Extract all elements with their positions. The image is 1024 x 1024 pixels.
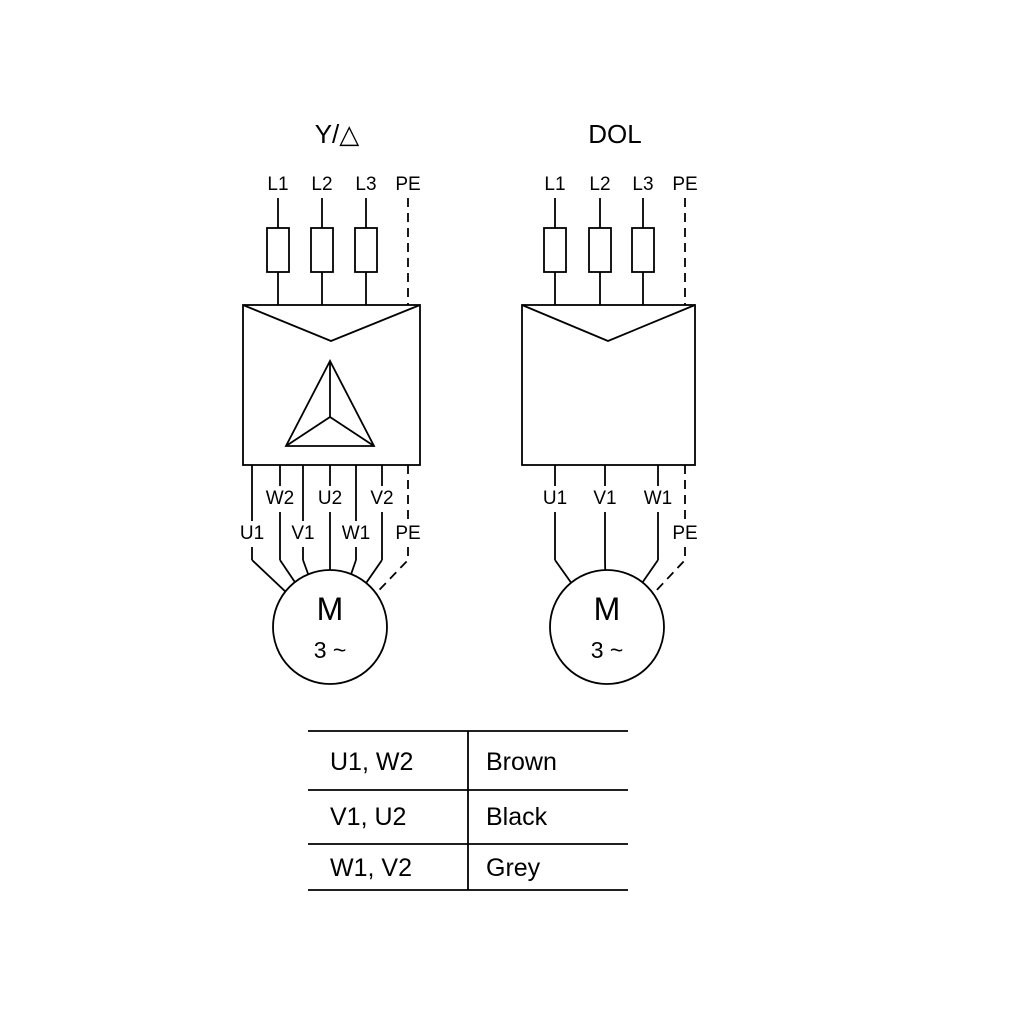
pe-top-label: PE: [395, 174, 420, 195]
v1-label: V1: [291, 523, 314, 544]
star-delta-title: Y/△: [315, 119, 360, 149]
dol-title: DOL: [588, 119, 641, 149]
pe-top-label: PE: [672, 174, 697, 195]
l3-label: L3: [632, 174, 653, 195]
wire-color-table: U1, W2 Brown V1, U2 Black W1, V2 Grey: [308, 730, 628, 891]
v2-label: V2: [370, 488, 393, 509]
fuse-symbol: [266, 227, 290, 273]
table-row-terminals: V1, U2: [330, 803, 406, 831]
motor-symbol: M: [317, 591, 344, 627]
u1-label: U1: [240, 523, 264, 544]
starter-box: [521, 304, 696, 466]
fuse-symbol: [310, 227, 334, 273]
w1-label: W1: [342, 523, 371, 544]
l1-label: L1: [544, 174, 565, 195]
motor-phase: 3 ~: [314, 637, 347, 663]
table-row: W1, V2 Grey: [330, 854, 541, 882]
fuse-symbol: [631, 227, 655, 273]
dol-diagram: DOL L1 L2 L3 PE U1 V1 W1: [521, 119, 698, 685]
table-row: V1, U2 Black: [330, 803, 548, 831]
w2-label: W2: [266, 488, 295, 509]
table-row: U1, W2 Brown: [330, 748, 557, 776]
u1-label: U1: [543, 488, 567, 509]
motor-phase: 3 ~: [591, 637, 624, 663]
motor-circle: [549, 569, 665, 685]
table-row-color: Black: [486, 803, 548, 831]
starter-box: [242, 304, 421, 466]
l2-label: L2: [311, 174, 332, 195]
table-row-color: Brown: [486, 748, 557, 776]
motor-symbol: M: [594, 591, 621, 627]
w1-label: W1: [644, 488, 673, 509]
starter-chevron: [242, 304, 421, 342]
table-row-terminals: W1, V2: [330, 854, 412, 882]
l3-label: L3: [355, 174, 376, 195]
pe-lead-dashed: [359, 547, 409, 611]
u2-label: U2: [318, 488, 342, 509]
v1-label: V1: [593, 488, 616, 509]
pe-bottom-label: PE: [672, 523, 697, 544]
motor-circle: [272, 569, 388, 685]
table-row-color: Grey: [486, 854, 541, 882]
fuse-symbol: [543, 227, 567, 273]
star-delta-diagram: Y/△ L1 L2 L3 PE: [240, 119, 421, 685]
delta-spoke: [285, 416, 331, 447]
fuse-symbol: [354, 227, 378, 273]
starter-chevron: [521, 304, 696, 342]
delta-spoke: [329, 416, 375, 447]
pe-lead-dashed: [637, 547, 686, 611]
delta-symbol: [284, 359, 376, 447]
l1-label: L1: [267, 174, 288, 195]
fuse-symbol: [588, 227, 612, 273]
l2-label: L2: [589, 174, 610, 195]
pe-bottom-label: PE: [395, 523, 420, 544]
table-row-terminals: U1, W2: [330, 748, 413, 776]
